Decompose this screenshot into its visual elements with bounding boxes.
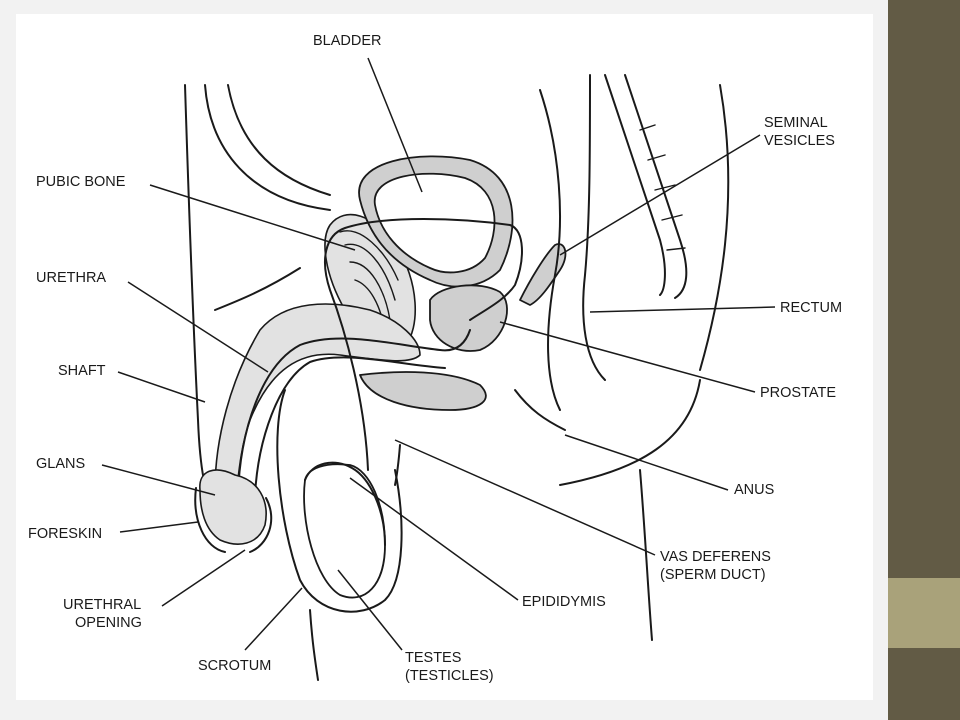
leader-urethra: [127, 281, 269, 373]
scrotum-shape: [276, 389, 403, 613]
abdomen-inner-curve: [204, 84, 331, 211]
epididymis-shape: [304, 461, 386, 546]
rectum-wall: [539, 89, 561, 411]
glans-shape: [199, 469, 267, 545]
leader-anus: [564, 434, 729, 491]
foreskin-shape: [194, 487, 273, 553]
diagram-labels: BLADDER SEMINAL VESICLES PUBIC BONE URET…: [28, 33, 842, 684]
urethra-channel: [237, 329, 471, 496]
leader-prostate: [499, 321, 756, 393]
label-anus: ANUS: [734, 482, 774, 498]
body-front-outline: [184, 84, 215, 506]
sidebar-block-bottom: [888, 648, 960, 720]
leader-epididymis: [349, 477, 519, 601]
label-bladder: BLADDER: [313, 33, 382, 49]
sidebar-block-top: [888, 0, 960, 578]
anatomy-diagram: BLADDER SEMINAL VESICLES PUBIC BONE URET…: [28, 33, 842, 684]
label-seminal-vesicles-line2: VESICLES: [764, 133, 835, 149]
coccyx-outline: [604, 74, 666, 296]
leader-glans: [101, 464, 216, 496]
leader-bladder: [367, 57, 423, 193]
diagram-panel: [16, 14, 873, 700]
leader-seminal-vesicles: [559, 134, 761, 256]
label-foreskin: FORESKIN: [28, 526, 102, 542]
label-shaft: SHAFT: [58, 363, 106, 379]
prostate-shape: [429, 284, 508, 352]
label-rectum: RECTUM: [780, 300, 842, 316]
label-pubic-bone: PUBIC BONE: [36, 174, 126, 190]
abdomen-inner-curve-2: [227, 84, 331, 196]
leg-back-outline: [639, 469, 653, 641]
leader-foreskin: [119, 521, 199, 533]
leader-rectum: [589, 306, 776, 313]
vertebrae-segments: [639, 124, 686, 251]
leader-shaft: [117, 371, 206, 403]
buttock-outline: [559, 379, 701, 486]
anal-canal: [514, 389, 566, 431]
thigh-back-outline: [394, 444, 401, 486]
label-urethral-opening-line2: OPENING: [75, 615, 142, 631]
label-urethral-opening-line1: URETHRAL: [63, 597, 141, 613]
leader-vas-deferens: [394, 439, 656, 556]
label-vas-deferens-line2: (SPERM DUCT): [660, 567, 766, 583]
label-prostate: PROSTATE: [760, 385, 836, 401]
bladder-inner: [374, 172, 496, 274]
leader-pubic-bone: [149, 184, 356, 251]
label-testes-line1: TESTES: [405, 650, 461, 666]
label-seminal-vesicles-line1: SEMINAL: [764, 115, 828, 131]
leader-scrotum: [244, 587, 303, 651]
urethra-channel-2: [254, 356, 446, 496]
label-epididymis: EPIDIDYMIS: [522, 594, 606, 610]
thigh-front-outline: [309, 609, 319, 681]
leader-urethral-opening: [161, 549, 246, 607]
vas-deferens-tube: [324, 218, 523, 471]
coccyx-outline-2: [624, 74, 688, 299]
sidebar-block-middle: [888, 578, 960, 648]
label-glans: GLANS: [36, 456, 85, 472]
rectum-wall-2: [582, 74, 606, 381]
label-testes-line2: (TESTICLES): [405, 668, 494, 684]
leader-lines: [101, 57, 776, 651]
bulb-tissue: [359, 371, 487, 411]
leader-testes: [337, 569, 403, 651]
seminal-vesicle-shape: [519, 243, 567, 306]
label-vas-deferens-line1: VAS DEFERENS: [660, 549, 771, 565]
groin-curve: [214, 267, 301, 311]
back-outline: [699, 84, 730, 371]
label-urethra: URETHRA: [36, 270, 106, 286]
pubic-bone-texture: [339, 230, 399, 331]
label-scrotum: SCROTUM: [198, 658, 271, 674]
